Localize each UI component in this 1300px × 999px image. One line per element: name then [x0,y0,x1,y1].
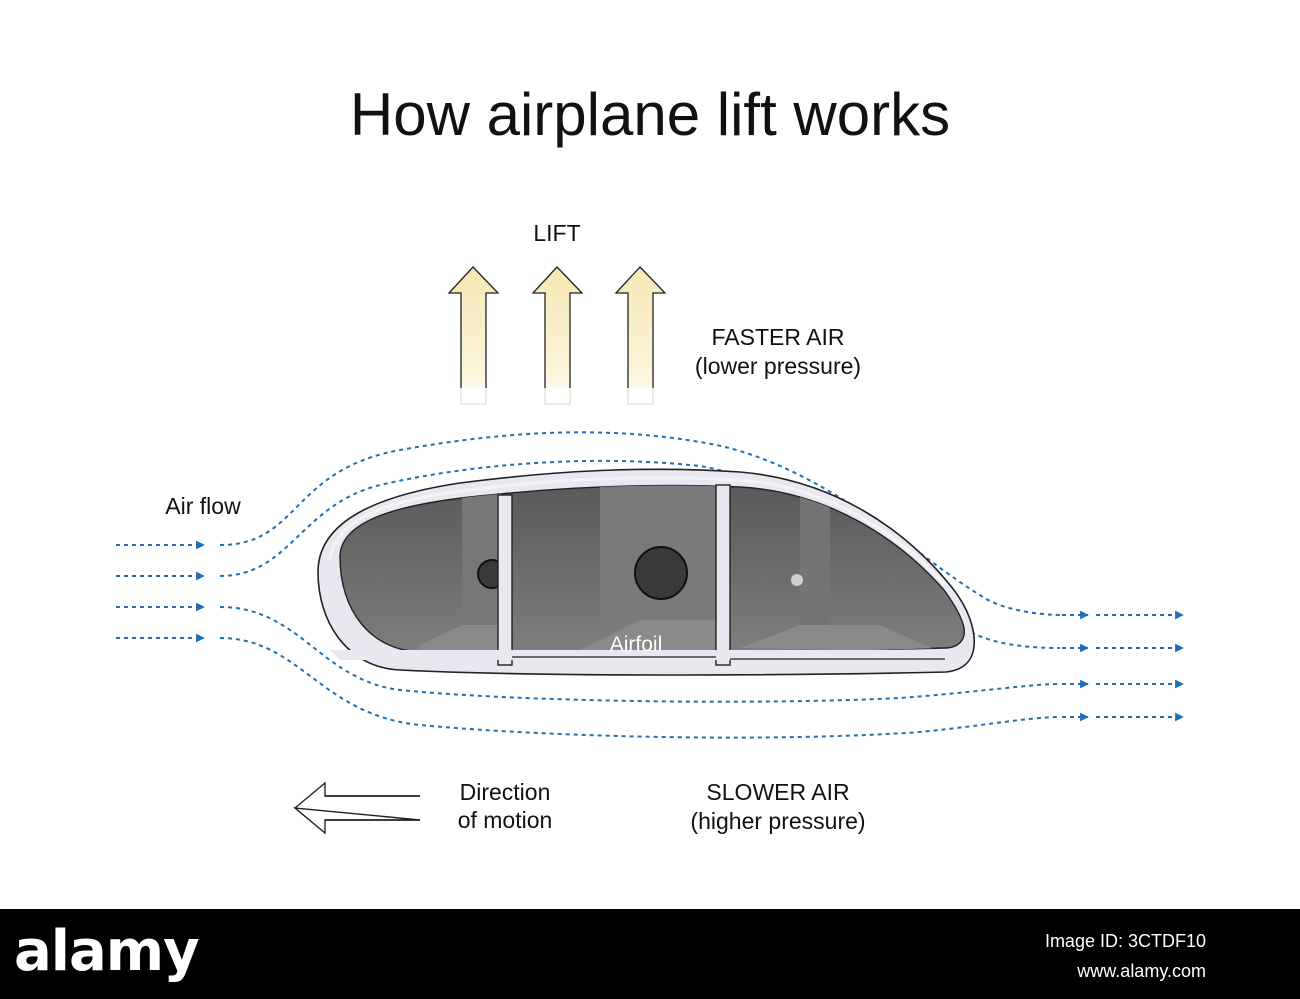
brand-logo: alamy [14,919,200,984]
lift-arrow-3 [614,266,667,405]
incoming-flow-arrows [116,540,205,643]
lift-arrows [440,266,680,408]
faster-air-subtitle: (lower pressure) [695,353,861,379]
streamline-upper-outer [219,431,1061,616]
watermark-footer: alamy Image ID: 3CTDF10 www.alamy.com [0,909,1300,999]
faster-air-label: FASTER AIR [712,324,845,350]
airfoil [317,468,975,676]
airfoil-rib-1 [497,494,513,666]
airfoil-rib-2 [715,484,731,666]
direction-label-line2: of motion [458,807,553,833]
lift-label: LIFT [533,220,580,246]
slower-air-subtitle: (higher pressure) [690,808,865,834]
slower-air-label: SLOWER AIR [706,779,849,805]
direction-arrow [292,781,421,835]
direction-label-line1: Direction [460,779,551,805]
lift-arrow-2 [531,266,584,405]
streamline-lower-outer [219,637,1061,739]
air-flow-label: Air flow [165,493,241,519]
airfoil-label: Airfoil [610,633,663,656]
streamline-lower-inner [219,606,1061,703]
lift-arrow-1 [447,266,500,405]
lift-diagram: How airplane lift works LIFT FASTER AIR … [116,81,1184,835]
outgoing-flow-arrows [1062,610,1184,722]
site-url-text: www.alamy.com [1077,961,1206,981]
streamlines [219,431,1061,739]
image-id-text: Image ID: 3CTDF10 [1044,931,1206,951]
diagram-title: How airplane lift works [350,81,950,148]
